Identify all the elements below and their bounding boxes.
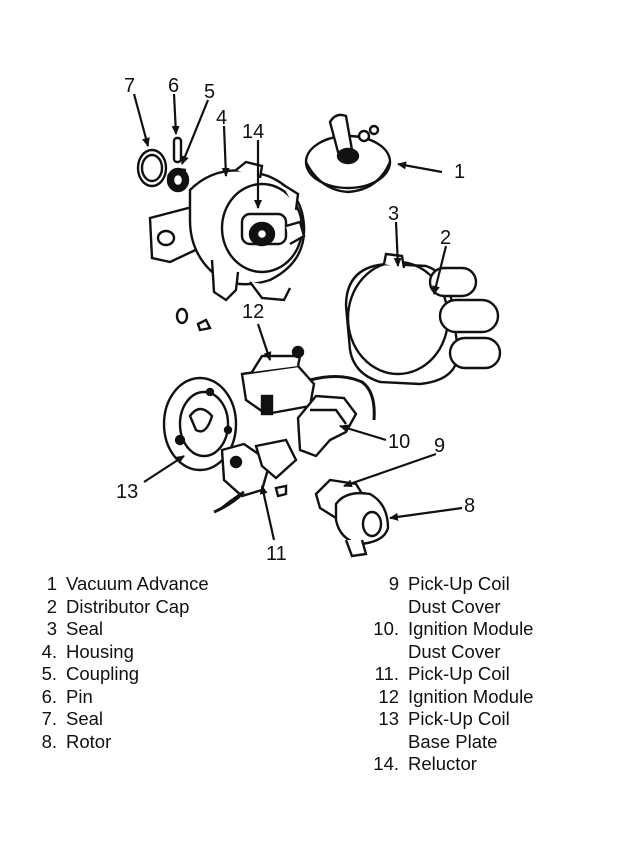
legend-number: 9 <box>388 573 399 594</box>
legend-number: 12 <box>378 685 399 707</box>
coupling-part <box>166 167 190 193</box>
legend-item: 7. Seal <box>30 708 209 731</box>
pick-up-coil-part <box>213 438 298 514</box>
legend-label: Pin <box>66 685 93 707</box>
callout-4: 4 <box>216 107 227 129</box>
legend-number: 5. <box>41 663 57 684</box>
legend-label-continued: Base Plate <box>408 730 498 752</box>
callout-2: 2 <box>440 227 451 249</box>
legend-label: Coupling <box>66 663 140 684</box>
legend-label: Rotor <box>66 730 112 752</box>
ignition-module-part <box>240 345 376 421</box>
callout-9: 9 <box>434 435 445 457</box>
exploded-diagram: 1 2 3 4 5 6 7 8 9 10 11 12 13 14 <box>116 75 502 565</box>
callout-1: 1 <box>454 161 465 183</box>
legend-number: 11. <box>374 663 399 684</box>
callout-5: 5 <box>204 81 215 103</box>
legend-number: 6. <box>41 685 57 707</box>
legend-number: 7. <box>41 708 57 729</box>
legend-item: 9 Pick-Up Coil <box>356 573 533 596</box>
distributor-cap-part <box>344 252 502 386</box>
legend-item: 13 Pick-Up Coil <box>356 708 533 731</box>
legend-number: 14. <box>373 753 399 774</box>
legend-label: Pick-Up Coil <box>408 663 510 684</box>
rotor-part <box>314 478 390 558</box>
legend-item: 8. Rotor <box>30 731 209 754</box>
callout-14: 14 <box>242 121 264 143</box>
legend-label: Seal <box>66 618 104 639</box>
legend-item: 11. Pick-Up Coil <box>356 663 533 686</box>
legend-label: Ignition Module <box>408 618 534 639</box>
legend-number: 13 <box>378 708 399 729</box>
legend-item: 10. Ignition Module <box>356 618 533 641</box>
base-plate-part <box>162 376 238 472</box>
callout-6: 6 <box>168 75 179 97</box>
legend-item-continuation: 0Base Plate <box>356 731 533 754</box>
legend-item: 4. Housing <box>30 641 209 664</box>
leader-arrows <box>132 93 463 541</box>
legend-item: 6. Pin <box>30 686 209 709</box>
reluctor-part <box>240 212 306 247</box>
legend-label: Vacuum Advance <box>66 573 209 594</box>
callout-labels: 1 2 3 4 5 6 7 8 9 10 11 12 13 14 <box>116 75 475 565</box>
callout-12: 12 <box>242 301 264 323</box>
legend-item: 14. Reluctor <box>356 753 533 776</box>
legend-item: 2 Distributor Cap <box>30 596 209 619</box>
legend-number: 3 <box>46 618 57 639</box>
legend-number: 4. <box>41 640 57 662</box>
legend-label: Pick-Up Coil <box>408 573 510 594</box>
legend-label-continued: Dust Cover <box>408 595 501 617</box>
callout-8: 8 <box>464 495 475 517</box>
callout-11: 11 <box>266 543 287 565</box>
vacuum-advance-part <box>304 113 392 194</box>
legend-label: Ignition Module <box>408 685 534 707</box>
legend-label: Seal <box>66 708 104 729</box>
legend-number: 2 <box>46 595 57 617</box>
callout-13: 13 <box>116 481 138 503</box>
legend-number: 1 <box>46 573 57 594</box>
legend-label: Reluctor <box>408 753 477 774</box>
legend-item: 12 Ignition Module <box>356 686 533 709</box>
legend-label: Housing <box>66 640 134 662</box>
legend-label: Pick-Up Coil <box>408 708 510 729</box>
legend-label-continued: Dust Cover <box>408 640 501 662</box>
seal-ring-part <box>136 148 168 188</box>
callout-7: 7 <box>124 75 135 97</box>
legend-number: 8. <box>41 730 57 752</box>
legend-item: 5. Coupling <box>30 663 209 686</box>
legend-item-continuation: 0Dust Cover <box>356 641 533 664</box>
legend-number: 10. <box>373 618 399 639</box>
callout-10: 10 <box>388 431 410 453</box>
legend-label: Distributor Cap <box>66 595 190 617</box>
screw-parts <box>175 307 288 498</box>
callout-3: 3 <box>388 203 399 225</box>
pin-part <box>172 136 183 164</box>
legend-item-continuation: 0Dust Cover <box>356 596 533 619</box>
legend-item: 3 Seal <box>30 618 209 641</box>
legend-item: 1 Vacuum Advance <box>30 573 209 596</box>
